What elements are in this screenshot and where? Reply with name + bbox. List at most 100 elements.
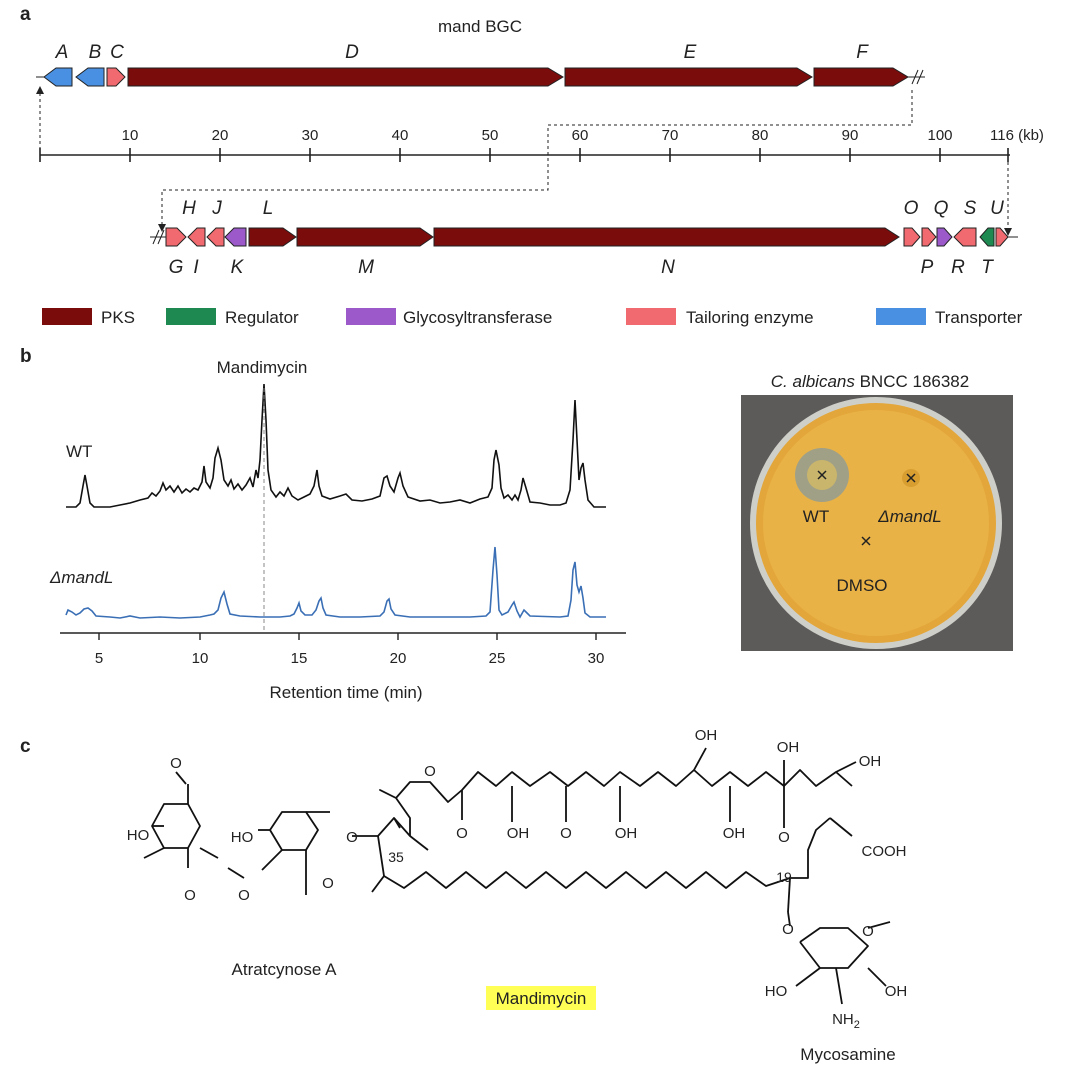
- plate-title-species: C. albicans: [771, 372, 856, 391]
- panel-b-label: b: [20, 346, 32, 367]
- atom-label: HO: [231, 829, 254, 846]
- mandimycin-highlight: [486, 986, 596, 1010]
- legend-label-tailoring: Tailoring enzyme: [686, 308, 814, 327]
- legend-swatch-transporter: [876, 308, 926, 325]
- plate-label-dmso: DMSO: [837, 576, 888, 595]
- name-atratcynose: Atratcynose A: [232, 960, 338, 979]
- atom-label: O: [346, 829, 358, 846]
- panel-c-label: c: [20, 736, 31, 757]
- atom-label: OH: [859, 753, 882, 770]
- gene-label-C: C: [110, 42, 124, 63]
- atom-label-nh2: NH2: [832, 1011, 860, 1031]
- scale-tick-label: 90: [842, 127, 859, 144]
- atom-label: HO: [765, 983, 788, 1000]
- atom-label: OH: [615, 825, 638, 842]
- scale-tick-label: 80: [752, 127, 769, 144]
- scale-tick-label: 30: [302, 127, 319, 144]
- atom-number-35: 35: [388, 849, 404, 865]
- dashed-connectors: [36, 86, 1012, 236]
- gene-Q-arrow: [936, 227, 953, 247]
- gene-B-arrow: [75, 67, 105, 87]
- gene-E-arrow: [564, 67, 813, 87]
- atom-label: OH: [507, 825, 530, 842]
- gene-label-A: A: [55, 42, 69, 63]
- gene-label-G: G: [169, 257, 184, 278]
- gene-label-M: M: [358, 257, 374, 278]
- atom-label: O: [456, 825, 468, 842]
- scale-tick-label: 20: [212, 127, 229, 144]
- gene-D-arrow: [127, 67, 564, 87]
- trace-label-wt: WT: [66, 442, 92, 461]
- plate-title-strain: BNCC 186382: [855, 372, 969, 391]
- scale-tick-label: 100: [927, 127, 952, 144]
- scale-tick-label: 10: [122, 127, 139, 144]
- legend-label-pks: PKS: [101, 308, 135, 327]
- atom-label: OH: [777, 739, 800, 756]
- gene-C-arrow: [106, 67, 126, 87]
- atom-label-cooh: COOH: [862, 843, 907, 860]
- gene-label-B: B: [89, 42, 102, 63]
- gene-I-arrow: [206, 227, 225, 247]
- scale-tick-label: 40: [392, 127, 409, 144]
- gene-label-E: E: [684, 42, 697, 63]
- gene-label-S: S: [964, 198, 977, 219]
- gene-label-O: O: [904, 198, 919, 219]
- x-tick-label: 25: [489, 650, 506, 667]
- name-mycosamine: Mycosamine: [800, 1045, 895, 1064]
- bottom-gene-labels-below: G I K M N P R T: [169, 257, 995, 278]
- x-tick-label: 20: [390, 650, 407, 667]
- atom-number-19: 19: [776, 869, 792, 885]
- atom-label: O: [238, 887, 250, 904]
- legend-swatch-tailoring: [626, 308, 676, 325]
- gene-label-P: P: [921, 257, 934, 278]
- legend-label-glycosyltransferase: Glycosyltransferase: [403, 308, 552, 327]
- atom-label: OH: [885, 983, 908, 1000]
- gene-M-arrow: [296, 227, 434, 247]
- chromatogram-wt-trace: [66, 383, 606, 508]
- legend-swatch-glycosyltransferase: [346, 308, 396, 325]
- atom-label: HO: [127, 827, 150, 844]
- gene-label-D: D: [345, 42, 359, 63]
- legend-label-regulator: Regulator: [225, 308, 299, 327]
- agar-plate-photo: WT ΔmandL DMSO: [741, 395, 1013, 651]
- gene-label-Q: Q: [934, 198, 949, 219]
- plate-label-wt: WT: [803, 507, 829, 526]
- gene-legend: PKS Regulator Glycosyltransferase Tailor…: [42, 308, 1023, 327]
- atom-label: O: [322, 875, 334, 892]
- bottom-gene-track: [150, 227, 1018, 247]
- gene-label-L: L: [263, 198, 274, 219]
- gene-O-arrow: [903, 227, 921, 247]
- atom-label: OH: [695, 727, 718, 744]
- scale-tick-labels: 10 20 30 40 50 60 70 80 90 100 116 (kb): [122, 127, 1044, 144]
- scale-tick-label: 50: [482, 127, 499, 144]
- gene-T-arrow: [979, 227, 995, 247]
- x-tick-label: 15: [291, 650, 308, 667]
- atom-label: O: [560, 825, 572, 842]
- gene-label-R: R: [951, 257, 965, 278]
- gene-A-arrow: [43, 67, 73, 87]
- top-gene-labels: A B C D E F: [55, 42, 870, 63]
- gene-label-I: I: [193, 257, 199, 278]
- atom-labels: O HO O O HO O O O O O OH OH OH OH OH OH …: [127, 727, 908, 1031]
- gene-L-arrow: [248, 227, 297, 247]
- atom-label: O: [184, 887, 196, 904]
- gene-P-arrow: [921, 227, 937, 247]
- mandimycin-structure: [143, 747, 891, 1005]
- x-axis-title: Retention time (min): [269, 683, 422, 702]
- gene-N-arrow: [433, 227, 900, 247]
- peak-label-mandimycin: Mandimycin: [217, 358, 308, 377]
- gene-label-F: F: [856, 42, 869, 63]
- bottom-gene-labels-above: H J L O Q S U: [182, 198, 1004, 219]
- legend-swatch-regulator: [166, 308, 216, 325]
- gene-G-arrow: [165, 227, 187, 247]
- gene-U-arrow: [995, 227, 1009, 247]
- scale-tick-label: 70: [662, 127, 679, 144]
- x-tick-label: 10: [192, 650, 209, 667]
- gene-label-T: T: [981, 257, 994, 278]
- top-gene-track: [36, 67, 925, 87]
- scale-tick-label-end: 116 (kb): [990, 127, 1044, 144]
- gene-K-arrow: [224, 227, 247, 247]
- atom-label: O: [170, 755, 182, 772]
- x-tick-label: 5: [95, 650, 103, 667]
- legend-swatch-pks: [42, 308, 92, 325]
